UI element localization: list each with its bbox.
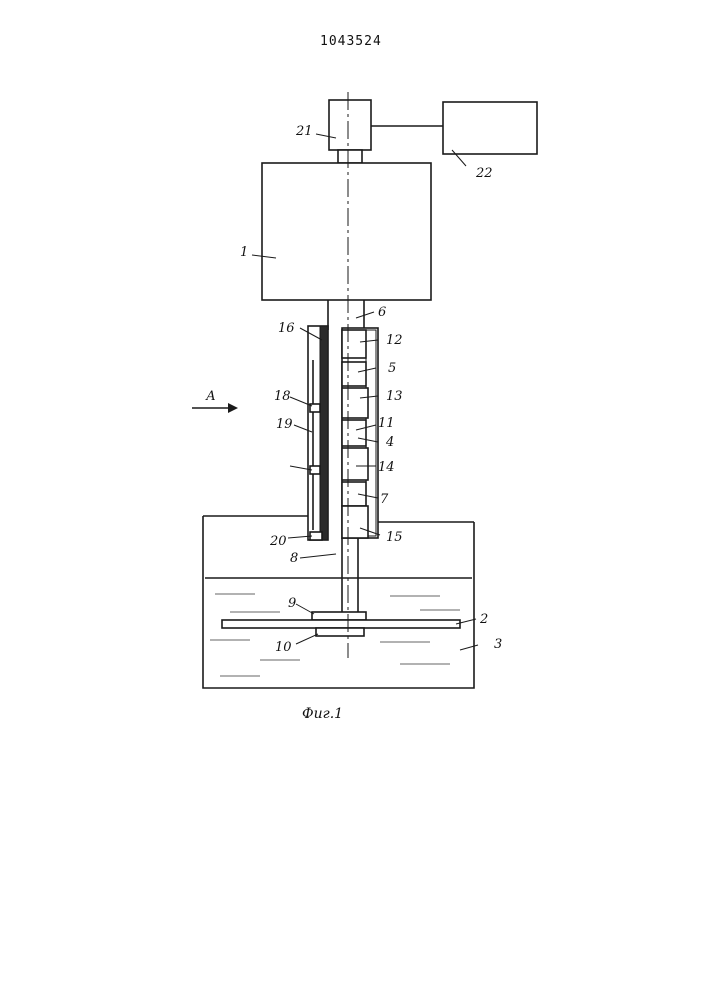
disc-2	[222, 620, 460, 628]
section-14	[342, 448, 368, 480]
tank-3	[203, 516, 474, 688]
label-4: 4	[385, 435, 394, 450]
section-15	[342, 506, 368, 538]
label-1: 1	[240, 245, 248, 260]
label-12: 12	[386, 333, 403, 348]
housing-1	[262, 163, 431, 300]
pin-18	[310, 404, 320, 412]
motor-21	[329, 100, 371, 150]
section-7	[342, 482, 366, 506]
figure-caption: Фиг.1	[302, 706, 343, 722]
label-21: 21	[295, 124, 313, 139]
label-3: 3	[494, 637, 502, 652]
label-15: 15	[386, 530, 403, 545]
section-13	[342, 388, 368, 418]
control-unit-22	[443, 102, 537, 154]
label-18: 18	[274, 389, 291, 404]
section-11	[342, 420, 366, 446]
label-11: 11	[378, 416, 395, 431]
label-10: 10	[275, 640, 292, 655]
label-14: 14	[378, 460, 395, 475]
label-6: 6	[378, 305, 386, 320]
label-20: 20	[269, 534, 287, 549]
label-2: 2	[479, 612, 488, 627]
label-9: 9	[288, 596, 296, 611]
coupling	[338, 150, 362, 163]
label-8: 8	[290, 551, 298, 566]
view-arrow-label: А	[205, 389, 216, 404]
label-22: 22	[475, 166, 493, 181]
view-arrow-head	[228, 403, 238, 413]
guide-hatch	[320, 326, 328, 540]
section-5	[342, 362, 366, 386]
label-7: 7	[380, 492, 389, 507]
section-12	[342, 330, 366, 358]
hub-10	[316, 628, 364, 636]
patent-number: 1043524	[320, 34, 382, 49]
label-16: 16	[278, 321, 295, 336]
label-5: 5	[388, 361, 396, 376]
hub-9	[312, 612, 366, 620]
label-13: 13	[386, 389, 403, 404]
label-19: 19	[276, 417, 293, 432]
